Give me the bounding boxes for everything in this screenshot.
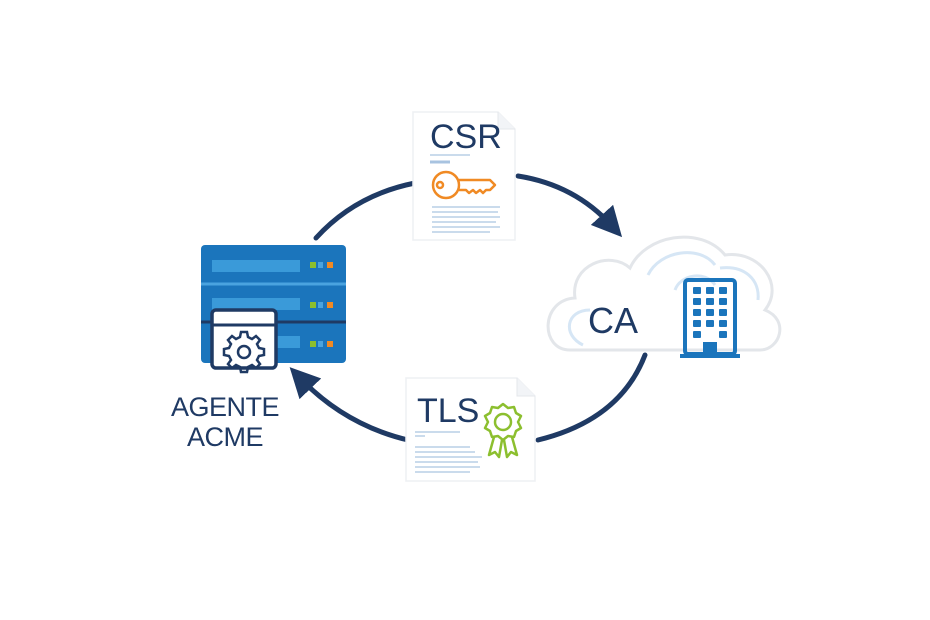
- tls-document: [405, 377, 536, 482]
- building-icon: [680, 278, 740, 358]
- status-leds: [310, 262, 333, 347]
- arrow-agent-to-csr: [313, 180, 418, 241]
- arrow-ca-to-tls: [535, 352, 648, 443]
- key-icon: [431, 170, 497, 200]
- agent-label-line1: AGENTE: [170, 392, 280, 422]
- app-window-gear-icon: [210, 308, 278, 374]
- ca-label: CA: [588, 300, 639, 341]
- ca-cloud: [546, 235, 782, 352]
- tls-title: TLS: [417, 392, 480, 430]
- gear-icon: [222, 330, 266, 374]
- agent-label-line2: ACME: [186, 422, 264, 452]
- csr-document: [412, 111, 516, 241]
- arrow-tls-to-agent: [289, 367, 411, 443]
- arrow-csr-to-ca: [515, 173, 623, 238]
- csr-text-lines: [430, 154, 500, 233]
- csr-title: CSR: [430, 118, 502, 156]
- award-ribbon-icon: [483, 402, 523, 459]
- agent-label: AGENTE ACME: [150, 392, 300, 452]
- server-rack-icon: [201, 245, 346, 374]
- tls-text-lines: [415, 431, 482, 473]
